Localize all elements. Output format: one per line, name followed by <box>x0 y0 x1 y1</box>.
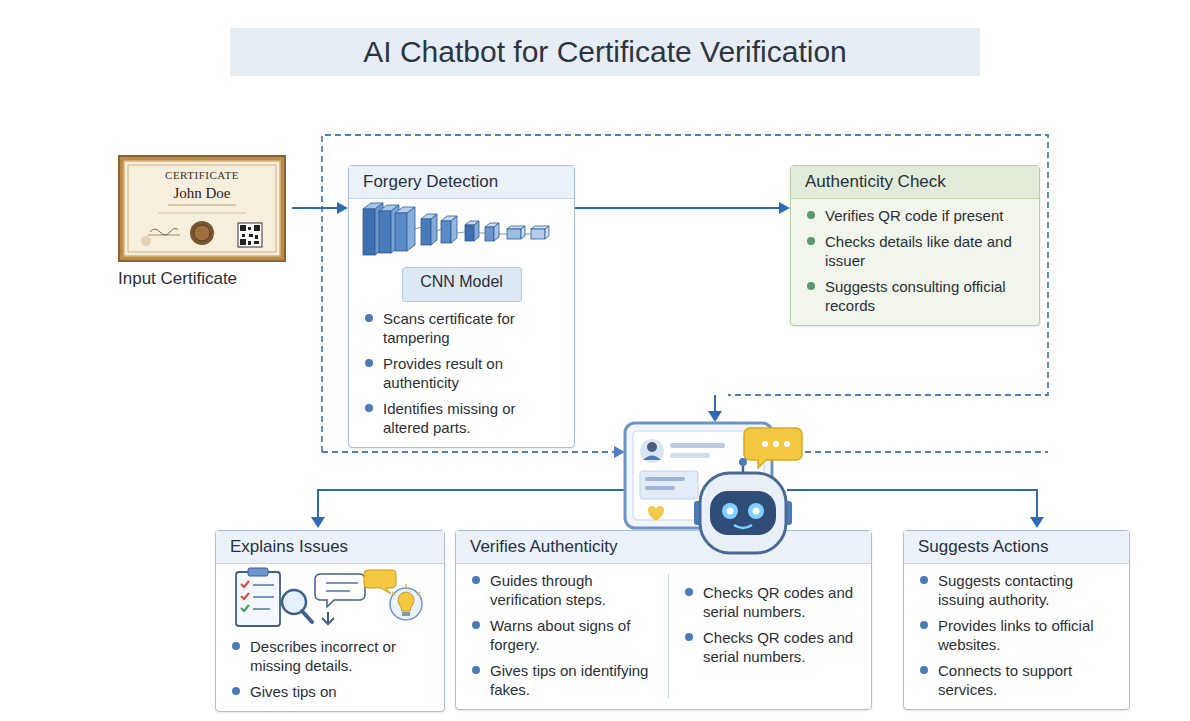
bullet-text: Connects to support services. <box>918 661 1119 699</box>
flow-arrow <box>318 490 625 518</box>
process-box: Forgery Detection CNN ModelScans certifi… <box>348 165 575 448</box>
certificate-node: CERTIFICATE John DoeInput Certificate <box>112 155 292 295</box>
feature-box: Verifies AuthenticityGuides through veri… <box>455 530 872 710</box>
bullet-text: Guides through verification steps. <box>470 571 658 609</box>
flow-arrow <box>714 395 716 413</box>
arrow-head <box>1030 517 1044 528</box>
cnn-label: CNN Model <box>403 268 521 296</box>
bullet-text: Checks details like date and issuer <box>805 232 1029 270</box>
bullet-text: Describes incorrect or missing details. <box>230 637 434 675</box>
flow-connector <box>292 202 348 214</box>
connector-line <box>292 207 338 209</box>
bullet-text: Identifies missing or altered parts. <box>363 399 564 437</box>
arrow-head <box>614 446 625 458</box>
bullet-text: Gives tips on identifying fakes. <box>470 661 658 699</box>
flow-connector <box>575 202 790 214</box>
bullet-text: Gives tips on <box>230 682 434 701</box>
feature-box: Explains Issues Describes incorrect or m… <box>215 530 445 712</box>
bullet-text: Provides links to official websites. <box>918 616 1119 654</box>
arrow-head <box>311 517 325 528</box>
bullet-text: Checks QR codes and serial numbers. <box>683 583 861 621</box>
feature-box: Suggests ActionsSuggests contacting issu… <box>903 530 1130 710</box>
group-frame <box>322 451 614 453</box>
box-heading: Explains Issues <box>216 531 444 564</box>
diagram-title: AI Chatbot for Certificate Verification <box>230 28 980 76</box>
process-box: Authenticity CheckVerifies QR code if pr… <box>790 165 1040 326</box>
arrow-head <box>337 202 348 214</box>
bullet-column: Checks QR codes and serial numbers. Check… <box>668 574 871 699</box>
model-box: CNN Model <box>402 267 522 302</box>
box-heading: Forgery Detection <box>349 166 574 199</box>
cert-label: Input Certificate <box>118 269 237 289</box>
connector-line <box>575 207 780 209</box>
box-heading: Verifies Authenticity <box>456 531 871 564</box>
issues-illustration <box>216 564 444 630</box>
arrow-head <box>779 202 790 214</box>
cert-h: CERTIFICATE <box>118 169 286 181</box>
bullet-text: Checks QR codes and serial numbers. <box>683 628 861 666</box>
arrow-head <box>708 411 722 422</box>
group-frame <box>322 135 1048 452</box>
bullet-text: Verifies QR code if present <box>805 206 1029 225</box>
bullet-text: Suggests contacting issuing authority. <box>918 571 1119 609</box>
group-frame <box>805 451 1048 453</box>
bullet-text: Scans certificate for tampering <box>363 309 564 347</box>
bullet-column: Guides through verification steps. Warns … <box>456 564 668 699</box>
cnn-illustration <box>349 199 574 263</box>
box-heading: Suggests Actions <box>904 531 1129 564</box>
column-row: Guides through verification steps. Warns … <box>456 564 871 699</box>
box-heading: Authenticity Check <box>791 166 1039 199</box>
bullet-text: Provides result on authenticity <box>363 354 564 392</box>
flow-arrow <box>787 490 1037 518</box>
cert-name: John Doe <box>118 185 286 202</box>
bullet-text: Suggests consulting official records <box>805 277 1029 315</box>
bullet-text: Warns about signs of forgery. <box>470 616 658 654</box>
child-slot: CNN Model <box>349 267 574 302</box>
